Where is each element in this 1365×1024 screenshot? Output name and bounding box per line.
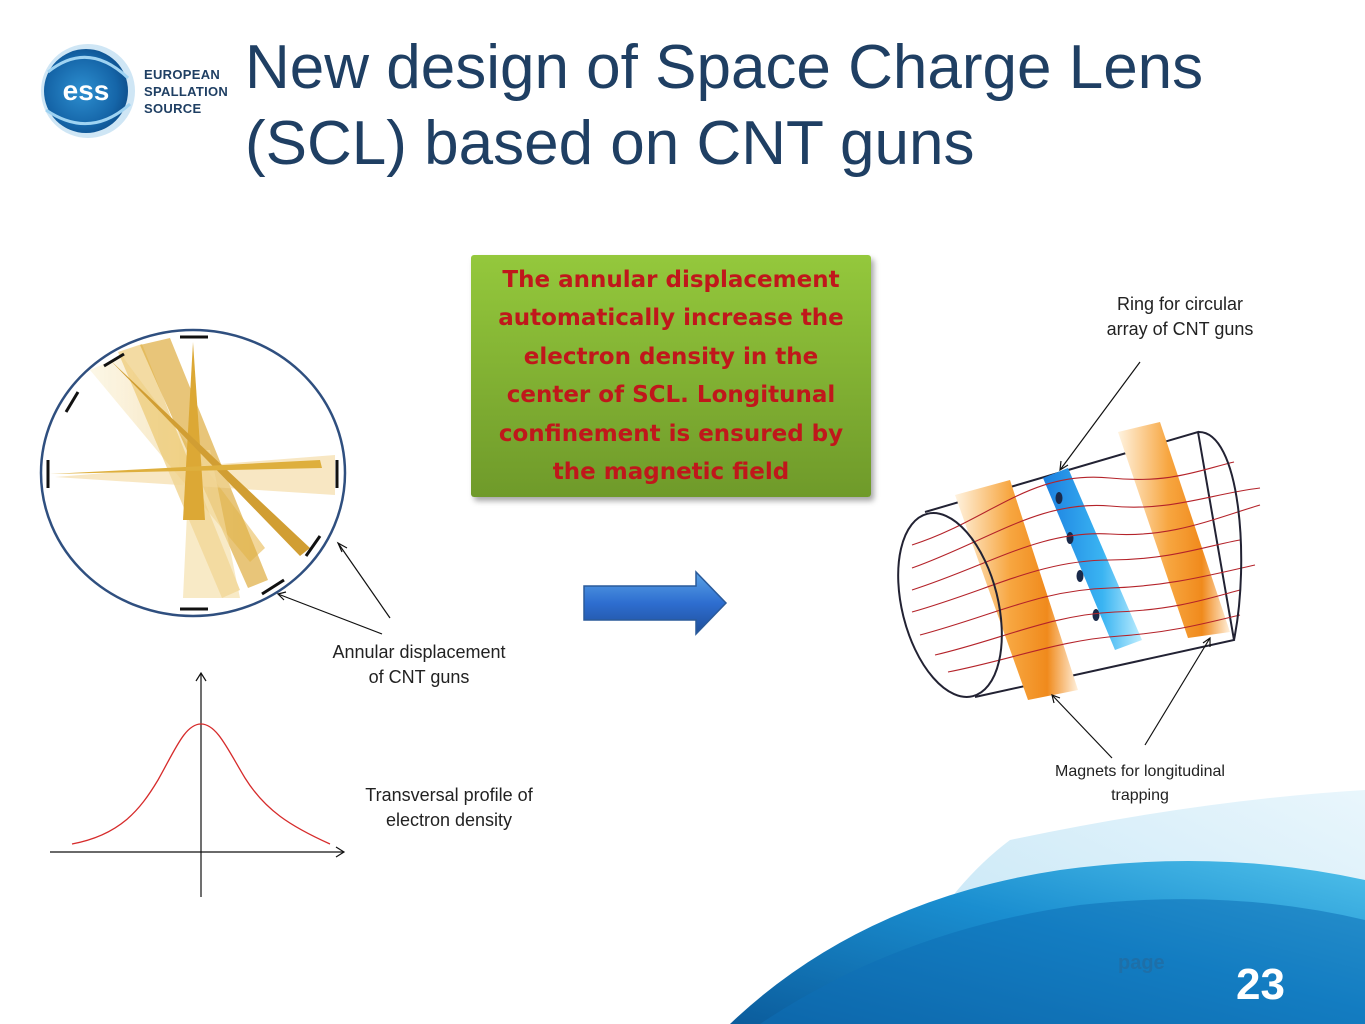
transition-arrow-icon bbox=[583, 570, 728, 636]
cnt-ring bbox=[1043, 468, 1142, 650]
annular-pointer-lines bbox=[276, 541, 391, 635]
magnets-label: Magnets for longitudinal trapping bbox=[1055, 763, 1225, 804]
scl-cylinder bbox=[897, 422, 1261, 700]
background-swoosh bbox=[730, 790, 1365, 1024]
magnets-pointer-lines bbox=[1051, 636, 1211, 759]
page-number: 23 bbox=[1236, 960, 1285, 1009]
density-profile-plot bbox=[50, 671, 346, 897]
callout-box: The annular displacement automatically i… bbox=[471, 255, 871, 497]
density-curve bbox=[71, 723, 331, 845]
logo-line-3: SOURCE bbox=[144, 101, 202, 116]
ess-logo-icon: ess bbox=[41, 44, 135, 138]
annular-label: Annular displacement of CNT guns bbox=[332, 642, 506, 687]
magnet-left bbox=[955, 480, 1078, 700]
cnt-gun-cross-section bbox=[39, 328, 347, 618]
ring-label: Ring for circular array of CNT guns bbox=[1106, 294, 1254, 339]
slide-title: New design of Space Charge Lens (SCL) ba… bbox=[245, 33, 1204, 178]
ring-pointer-line bbox=[1059, 361, 1141, 472]
logo-line-2: SPALLATION bbox=[144, 84, 229, 99]
page-word: page bbox=[1118, 952, 1165, 974]
logo-mark-text: ess bbox=[63, 75, 110, 106]
callout-text: The annular displacement automatically i… bbox=[498, 266, 844, 486]
logo-wordmark: EUROPEAN SPALLATION SOURCE bbox=[144, 66, 228, 117]
transversal-label: Transversal profile of electron density bbox=[365, 785, 533, 830]
logo-line-1: EUROPEAN bbox=[144, 67, 221, 82]
magnetic-field-lines bbox=[911, 461, 1261, 673]
cnt-gun-dots bbox=[1055, 492, 1100, 621]
